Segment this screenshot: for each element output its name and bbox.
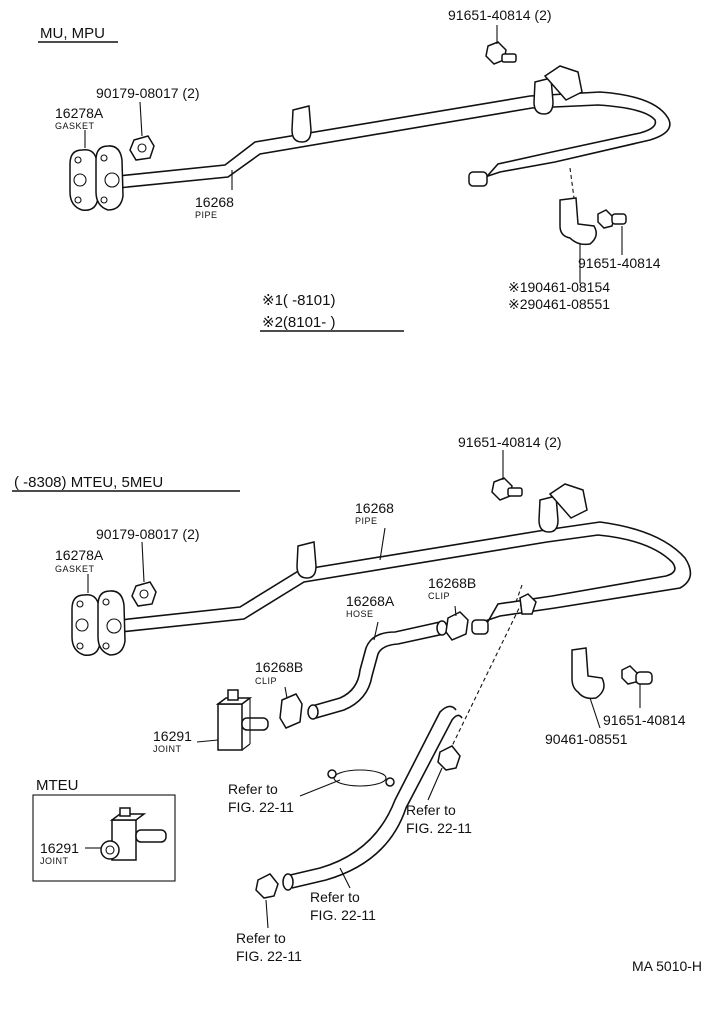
- bottom-dash-2: [515, 584, 523, 603]
- bottom-bracket: [571, 647, 605, 700]
- bottom-leader-clip-lower: [284, 686, 288, 699]
- bottom-hose-clamp: [333, 769, 387, 787]
- top-nut: [129, 135, 155, 161]
- top-elbow: [543, 65, 583, 101]
- bottom-clip-upper: [445, 611, 469, 641]
- bottom-leader-hose: [373, 621, 379, 641]
- top-gasket: [69, 145, 124, 211]
- bottom-clip-label-1: CLIP: [428, 591, 450, 601]
- top-clip-left: [291, 105, 312, 143]
- inset-joint-label: JOINT: [40, 856, 69, 866]
- bottom-clip-right: [538, 495, 559, 533]
- top-nut-qty-label: 90179-08017 (2): [96, 85, 200, 101]
- bottom-leader-joint: [196, 739, 219, 743]
- bottom-long-hose-a: [285, 705, 457, 877]
- top-pipe-end: [468, 171, 488, 187]
- top-section: MU, MPU: [38, 7, 671, 332]
- refer-2-line-1: Refer to: [406, 802, 456, 818]
- joint-nipple: [241, 717, 269, 731]
- bottom-clip-left: [296, 541, 317, 579]
- top-bracket: [559, 197, 597, 246]
- top-note-2: ※2(8101- ): [262, 314, 335, 331]
- bottom-hose-bottom: [315, 633, 445, 719]
- bottom-fitting-1: [437, 745, 461, 771]
- bottom-hose-no: 16268A: [346, 593, 395, 609]
- refer-3-line-1: Refer to: [310, 889, 360, 905]
- bottom-bolt-single: 91651-40814: [603, 712, 686, 728]
- bottom-clip-no-2: 16268B: [255, 659, 303, 675]
- top-note-1: ※1( -8101): [262, 292, 335, 309]
- bottom-section: ( -8308) MTEU, 5MEU: [12, 434, 692, 964]
- bottom-hose-end: [307, 704, 319, 720]
- refer-4-line-2: FIG. 22-11: [236, 948, 302, 964]
- bottom-leader-pipe: [379, 527, 386, 561]
- bottom-pipe-no: 16268: [355, 500, 394, 516]
- bottom-clip-lower: [279, 693, 303, 729]
- bottom-pipe-label: PIPE: [355, 516, 378, 526]
- bottom-hose-end-2: [436, 620, 448, 636]
- bottom-gasket: [71, 590, 126, 656]
- inset-frame: [32, 794, 176, 882]
- bottom-small-fitting: [519, 593, 537, 615]
- top-bolt: [485, 41, 517, 65]
- top-bolt-single: 91651-40814: [578, 255, 661, 271]
- top-pipe: [117, 91, 671, 189]
- inset-header: MTEU: [36, 777, 79, 794]
- refer-1-line-1: Refer to: [228, 781, 278, 797]
- bottom-header: ( -8308) MTEU, 5MEU: [14, 474, 163, 491]
- refer-2-line-2: FIG. 22-11: [406, 820, 472, 836]
- bottom-hose-top: [311, 621, 441, 707]
- bottom-pipe: [119, 521, 692, 635]
- bottom-leader-bracket: [589, 697, 601, 729]
- bottom-gasket-label: GASKET: [55, 564, 95, 574]
- bottom-bolt: [491, 477, 523, 501]
- bottom-joint-label: JOINT: [153, 744, 182, 754]
- bottom-long-hose-end: [282, 873, 294, 891]
- top-pipe-label: PIPE: [195, 210, 218, 220]
- bottom-bolt-qty-label: 91651-40814 (2): [458, 434, 562, 450]
- top-bracket-2: ※290461-08551: [508, 296, 610, 312]
- joint-cap: [227, 689, 239, 701]
- inset-joint: [100, 807, 167, 861]
- bottom-bracket-no: 90461-08551: [545, 731, 628, 747]
- bottom-leader-ref-4: [265, 899, 269, 929]
- top-pipe-no: 16268: [195, 194, 234, 210]
- bottom-joint: [215, 689, 269, 751]
- refer-4-line-1: Refer to: [236, 930, 286, 946]
- bottom-leader-nut: [141, 541, 145, 583]
- bottom-nut-qty-label: 90179-08017 (2): [96, 526, 200, 542]
- top-dash: [569, 167, 575, 199]
- top-header: MU, MPU: [40, 25, 105, 42]
- joint-body: [217, 703, 243, 751]
- bottom-leader-ref-2: [427, 767, 443, 801]
- inset-joint-no: 16291: [40, 840, 79, 856]
- bottom-elbow: [548, 483, 588, 519]
- bottom-leader-ref-1: [299, 779, 341, 797]
- bottom-joint-no: 16291: [153, 728, 192, 744]
- bottom-clip-label-2: CLIP: [255, 676, 277, 686]
- bottom-hose-label: HOSE: [346, 609, 374, 619]
- refer-1-line-2: FIG. 22-11: [228, 799, 294, 815]
- bottom-bolt-right: [621, 665, 653, 685]
- top-gasket-label: GASKET: [55, 121, 95, 131]
- top-bracket-1: ※190461-08154: [508, 279, 610, 295]
- bottom-gasket-no: 16278A: [55, 547, 104, 563]
- bottom-long-hose-b: [291, 714, 463, 889]
- bottom-leader-clip-upper: [454, 605, 457, 617]
- top-bolt-right: [597, 209, 627, 229]
- top-clip-right: [533, 77, 554, 115]
- footer-code: MA 5010-H: [632, 958, 702, 974]
- top-leader-nut: [139, 101, 143, 137]
- bottom-fitting-2: [255, 873, 279, 899]
- top-gasket-no: 16278A: [55, 105, 104, 121]
- top-bolt-qty-label: 91651-40814 (2): [448, 7, 552, 23]
- bottom-nut: [131, 581, 157, 607]
- bottom-pipe-end: [471, 619, 489, 635]
- refer-3-line-2: FIG. 22-11: [310, 907, 376, 923]
- bottom-clip-no-1: 16268B: [428, 575, 476, 591]
- bottom-leader-ref-3: [339, 867, 351, 889]
- inset-mteu: MTEU 16291 JOINT: [32, 777, 176, 882]
